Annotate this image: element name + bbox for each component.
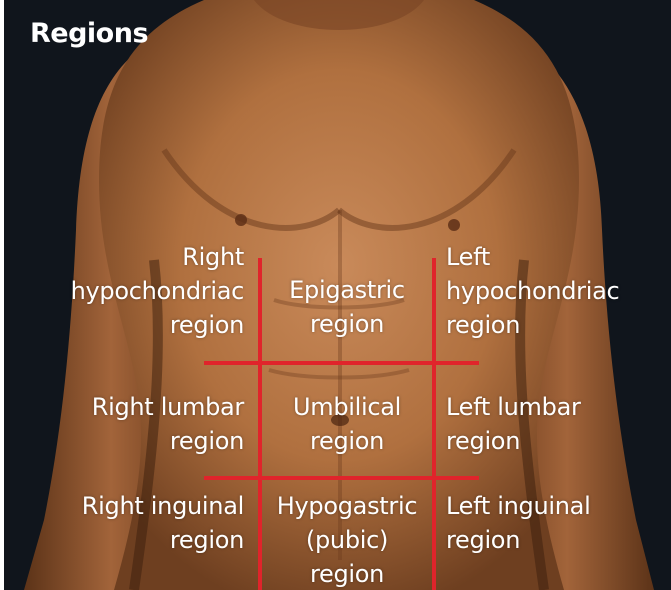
lower-horizontal-line — [204, 476, 479, 480]
label-right-inguinal: Right inguinal region — [82, 489, 244, 557]
right-vertical-line — [432, 258, 436, 590]
label-left-hypochondriac: Left hypochondriac region — [446, 240, 619, 342]
label-left-lumbar: Left lumbar region — [446, 390, 581, 458]
label-right-hypochondriac: Right hypochondriac region — [71, 240, 244, 342]
upper-horizontal-line — [204, 361, 479, 365]
label-right-lumbar: Right lumbar region — [92, 390, 244, 458]
label-umbilical: Umbilical region — [262, 390, 432, 458]
diagram-title: Regions — [30, 18, 148, 49]
label-left-inguinal: Left inguinal region — [446, 489, 590, 557]
label-epigastric: Epigastric region — [262, 273, 432, 341]
label-hypogastric: Hypogastric (pubic) region — [262, 489, 432, 590]
abdomen-photo: Regions Right hypochondriac region Epiga… — [4, 0, 671, 590]
